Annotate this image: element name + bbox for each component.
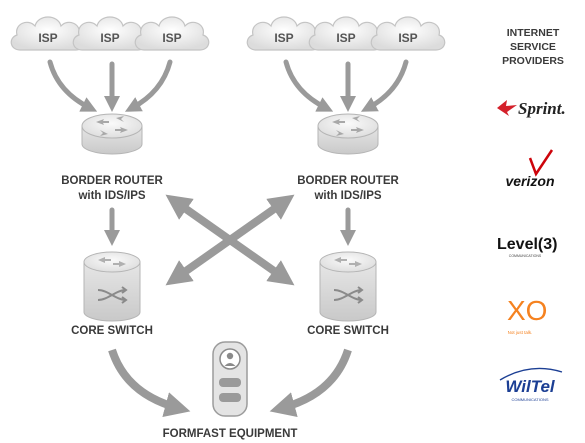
isp-cluster-left: ISP ISP ISP [10,16,210,51]
arrow [47,59,98,112]
provider-title-line2: SERVICE [510,41,556,53]
arrow-router-right-to-switch-left [165,194,295,286]
isp-cloud: ISP [246,16,322,51]
router-label-left-line2: with IDS/IPS [77,190,145,202]
isp-cluster-right: ISP ISP ISP [246,16,446,51]
wiltel-logo: WilTel COMMUNICATIONS [499,367,563,402]
arrow [269,348,352,418]
switch-top-arrows-icon [98,257,126,267]
router-label-right-line2: with IDS/IPS [313,190,381,202]
router-label-left-line1: BORDER ROUTER [61,175,163,187]
switch-to-equipment-arrows [108,348,352,418]
isp-cloud: ISP [134,16,210,51]
wiltel-swoosh-icon [499,367,563,381]
isp-label: ISP [274,31,293,45]
isp-to-router-arrows [47,59,409,113]
arrow [360,59,409,112]
isp-label: ISP [162,31,181,45]
crossing-arrows-icon [97,286,128,304]
provider-title-line3: PROVIDERS [502,55,564,67]
isp-label: ISP [398,31,417,45]
svg-text:COMMUNICATIONS: COMMUNICATIONS [511,397,548,402]
router-to-switch-arrows [103,207,357,247]
svg-text:verizon: verizon [505,173,554,189]
router-label-right-line1: BORDER ROUTER [297,175,399,187]
verizon-check-icon [528,149,554,177]
svg-text:Level(3): Level(3) [497,236,557,253]
svg-text:COMMUNICATIONS: COMMUNICATIONS [509,254,542,258]
svg-text:Not just talk.: Not just talk. [508,330,533,335]
svg-text:Sprint.: Sprint. [518,99,566,118]
arrow [283,59,334,112]
border-router-right [317,113,379,155]
core-switch-left [83,251,141,322]
border-router-left [81,113,143,155]
verizon-logo: verizon [505,149,555,189]
provider-legend: INTERNET SERVICE PROVIDERS Sprint. veriz… [497,27,566,402]
router-arrows-icon [96,116,128,136]
level3-logo: Level(3) COMMUNICATIONS [497,236,557,258]
isp-cloud: ISP [72,16,148,51]
core-switch-right [319,251,377,322]
svg-text:XO: XO [507,295,547,326]
equipment-label: FORMFAST EQUIPMENT [163,428,298,440]
provider-title-line1: INTERNET [507,27,560,39]
formfast-equipment [212,341,248,417]
isp-cloud: ISP [308,16,384,51]
cross-arrows [165,194,295,286]
sprint-logo: Sprint. [497,99,566,118]
isp-label: ISP [336,31,355,45]
arrow [108,348,191,418]
router-arrows-icon [332,116,364,136]
arrow [124,59,173,112]
isp-cloud: ISP [370,16,446,51]
xo-logo: XO Not just talk. [507,295,547,335]
isp-label: ISP [100,31,119,45]
isp-cloud: ISP [10,16,86,51]
switch-label-right: CORE SWITCH [307,325,389,337]
switch-top-arrows-icon [334,257,362,267]
sprint-pin-icon [497,100,517,116]
drive-slot-1 [219,378,241,387]
drive-slot-2 [219,393,241,402]
svg-text:WilTel: WilTel [505,377,556,396]
switch-label-left: CORE SWITCH [71,325,153,337]
crossing-arrows-icon [333,286,364,304]
isp-label: ISP [38,31,57,45]
